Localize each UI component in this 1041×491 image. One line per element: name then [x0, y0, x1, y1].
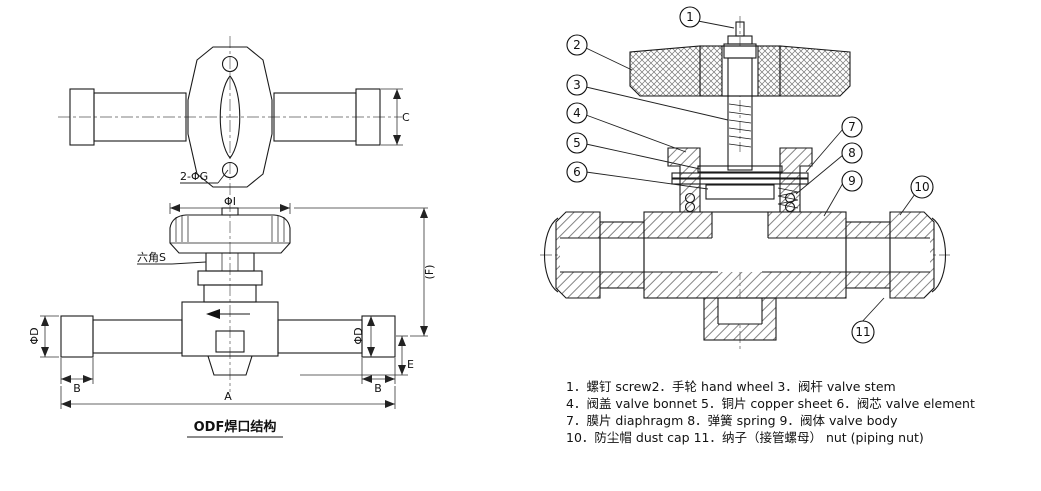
left-weld-cap: [60, 315, 94, 358]
left-pipe-front: [92, 319, 183, 354]
callout-4-number: 4: [573, 106, 581, 120]
parts-legend: 1．螺钉 screw2．手轮 hand wheel 3．阀杆 valve ste…: [566, 379, 975, 445]
handwheel-hub-cap: [221, 207, 239, 216]
left-pipe: [93, 92, 187, 142]
diaphragm-layer-1: [671, 172, 809, 179]
dim-label-b-left: B: [73, 382, 81, 395]
callout-3: 3: [566, 74, 588, 96]
dim-label-phi-i: ΦI: [224, 195, 236, 208]
top-view-drawing: C 2-ΦG: [58, 36, 410, 198]
right-dust-cap-dome: [931, 217, 947, 293]
stem-boss-outline: [219, 75, 241, 159]
callout-9: 9: [841, 170, 863, 192]
dim-label-phi-d-right: ΦD: [352, 327, 365, 344]
callout-leaders: [585, 20, 916, 325]
dim-label-e: E: [407, 358, 414, 371]
view-caption: ODF焊口结构: [194, 419, 277, 435]
callout-9-number: 9: [848, 174, 856, 188]
stem-thread-marks: [728, 103, 752, 148]
left-dust-cap-dome: [543, 217, 559, 293]
valve-body-plate: [187, 46, 273, 188]
valve-stem: [727, 57, 753, 171]
callout-11: 11: [851, 320, 875, 344]
dim-label-a: A: [224, 390, 232, 403]
mount-hole-bottom: [221, 161, 239, 179]
valve-element: [705, 184, 775, 200]
section-view-drawing: 1 2 3 4 5 6 7 8: [540, 6, 950, 352]
right-pipe-cap: [355, 88, 381, 146]
legend-line-4: 10．防尘帽 dust cap 11．纳子（接管螺母） nut (piping …: [566, 430, 924, 445]
hex-size-label: 六角S: [137, 251, 166, 264]
callout-3-number: 3: [573, 78, 581, 92]
bonnet-bolt-right-2: [784, 201, 796, 213]
section-outlines: [543, 45, 947, 341]
callout-10-number: 10: [914, 180, 929, 194]
callout-2-number: 2: [573, 38, 581, 52]
bonnet-bolt-left-2: [684, 201, 696, 213]
callout-7-number: 7: [848, 120, 856, 134]
handwheel-knurl-lines: [175, 216, 285, 242]
legend-line-1: 1．螺钉 screw2．手轮 hand wheel 3．阀杆 valve ste…: [566, 379, 896, 394]
handwheel-front: [169, 214, 291, 254]
right-weld-cap: [361, 315, 396, 358]
callout-11-number: 11: [855, 325, 870, 339]
callout-7: 7: [841, 116, 863, 138]
callout-8: 8: [841, 142, 863, 164]
spring-coil: [777, 187, 799, 209]
callout-6-number: 6: [573, 165, 581, 179]
legend-line-2: 4．阀盖 valve bonnet 5．铜片 copper sheet 6．阀芯…: [566, 396, 975, 411]
body-bottom-hub: [207, 355, 253, 376]
callout-8-number: 8: [848, 146, 856, 160]
front-view-drawing: ΦI 六角S ΦD: [28, 195, 436, 438]
dim-label-c: C: [402, 111, 410, 124]
dim-label-f: (F): [423, 265, 436, 280]
diaphragm-layer-2: [671, 178, 809, 185]
body-center-port: [215, 330, 245, 353]
callout-6: 6: [566, 161, 588, 183]
callout-10: 10: [910, 175, 934, 199]
right-pipe-front: [277, 319, 363, 354]
callout-2: 2: [566, 34, 588, 56]
callout-1: 1: [679, 6, 701, 28]
callout-5-number: 5: [573, 136, 581, 150]
hole-callout-label: 2-ΦG: [180, 170, 208, 183]
callout-1-number: 1: [686, 10, 694, 24]
callout-5: 5: [566, 132, 588, 154]
mount-hole-top: [221, 55, 239, 73]
dim-label-b-right: B: [374, 382, 382, 395]
flow-arrow-head: [206, 309, 220, 319]
legend-line-3: 7．膜片 diaphragm 8．弹簧 spring 9．阀体 valve bo…: [566, 413, 898, 428]
callout-4: 4: [566, 102, 588, 124]
section-cavities: [560, 46, 930, 324]
dim-label-phi-d-left: ΦD: [28, 327, 41, 344]
